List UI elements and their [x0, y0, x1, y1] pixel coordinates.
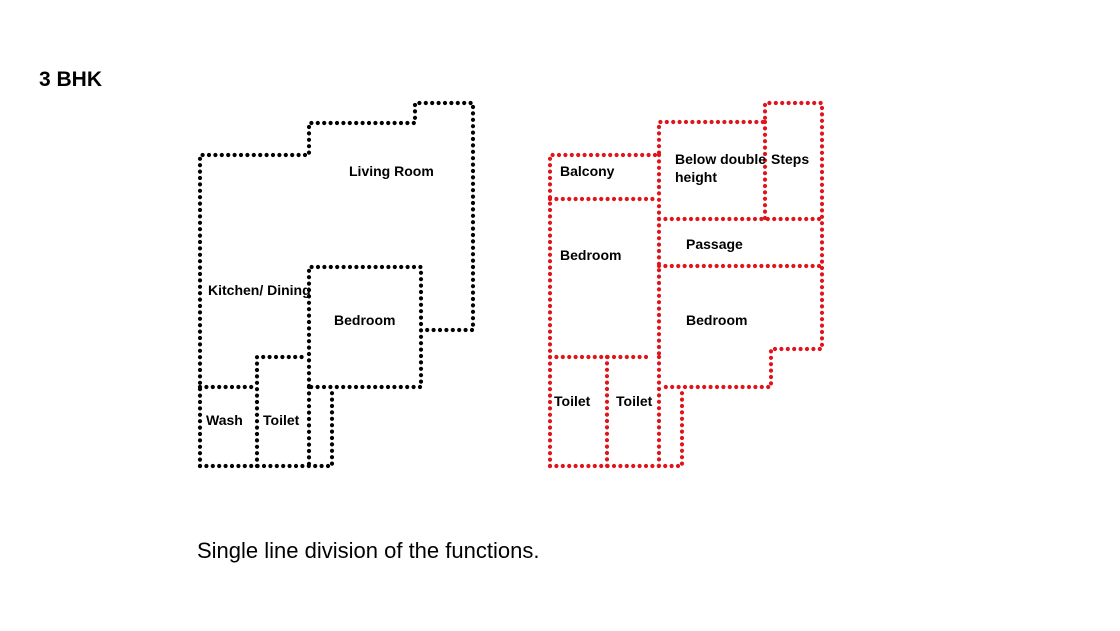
room-label-below-double-height-line2: height — [675, 169, 717, 185]
room-label-toilet-2: Toilet — [616, 393, 653, 409]
room-label-bedroom-right: Bedroom — [686, 312, 747, 328]
room-label-passage: Passage — [686, 236, 743, 252]
room-label-bedroom-left: Bedroom — [560, 247, 621, 263]
room-label-wash: Wash — [206, 412, 243, 428]
right-plan-outline — [547, 100, 825, 469]
right-floor-plan: Balcony Below double height Steps Passag… — [547, 100, 825, 469]
diagram-caption: Single line division of the functions. — [197, 538, 539, 563]
page-title: 3 BHK — [39, 68, 102, 91]
room-label-toilet-1: Toilet — [554, 393, 591, 409]
room-label-living-room: Living Room — [349, 163, 434, 179]
left-floor-plan: Living Room Kitchen/ Dining Bedroom Wash… — [197, 100, 476, 469]
left-plan-outline — [197, 100, 476, 469]
left-toilet-wall — [254, 354, 311, 469]
room-label-steps: Steps — [771, 151, 809, 167]
left-bottom-wall — [197, 384, 335, 469]
room-label-toilet: Toilet — [263, 412, 300, 428]
right-bottom-wall — [547, 384, 685, 469]
room-label-below-double-height-line1: Below double — [675, 151, 766, 167]
left-bedroom-wall — [306, 264, 424, 390]
room-label-bedroom: Bedroom — [334, 312, 395, 328]
room-label-balcony: Balcony — [560, 163, 615, 179]
room-label-kitchen-dining: Kitchen/ Dining — [208, 282, 311, 298]
